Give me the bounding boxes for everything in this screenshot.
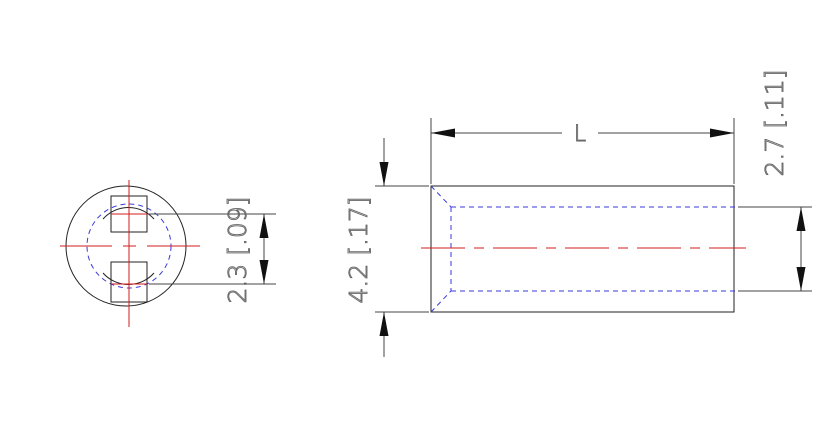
inner-height-arrow-top	[796, 207, 806, 231]
bore-chamfer-bottom	[430, 290, 452, 313]
outer-diameter-arrow-bottom	[379, 312, 389, 336]
side-view	[421, 185, 746, 313]
inner-height-label: 2.7 [.11]	[760, 70, 789, 177]
bore-chamfer-top	[430, 185, 452, 208]
pin-spacing-arrow-top	[259, 214, 269, 238]
pin-spacing-label: 2.3 [.09]	[223, 197, 252, 304]
length-arrow-left	[431, 128, 455, 138]
side-view-body	[430, 185, 735, 313]
pin-spacing-dimension: 2.3 [.09]	[149, 196, 276, 304]
outer-diameter-dimension: 4.2 [.17]	[344, 138, 429, 357]
outer-diameter-arrow-top	[379, 162, 389, 186]
length-arrow-right	[710, 128, 734, 138]
length-label: L	[574, 122, 586, 147]
inner-height-arrow-bottom	[796, 267, 806, 291]
pin-spacing-arrow-bottom	[259, 260, 269, 284]
outer-diameter-label: 4.2 [.17]	[344, 197, 373, 304]
end-view	[60, 180, 200, 327]
inner-height-dimension: 2.7 [.11]	[738, 69, 812, 292]
length-dimension: L	[430, 118, 735, 184]
